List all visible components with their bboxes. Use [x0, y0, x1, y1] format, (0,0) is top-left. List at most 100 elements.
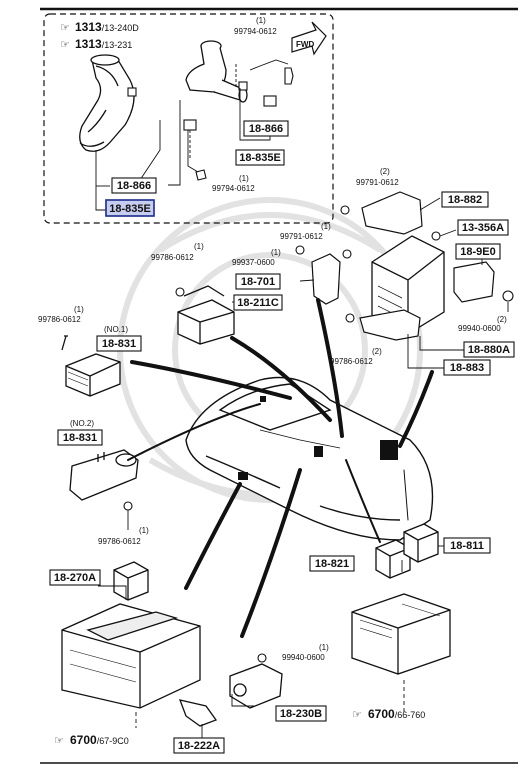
callout-frame: [443, 537, 491, 554]
sensor-icon: [178, 663, 283, 727]
callout-part-number: 18-701: [241, 276, 275, 288]
callout-frame: [111, 177, 157, 194]
callout-box[interactable]: 18-9E0: [455, 243, 501, 260]
reference-note: ☞ 6700/67-9C0: [54, 733, 129, 747]
callout-frame: [105, 199, 155, 217]
location-leaders: [127, 298, 434, 638]
callout-part-number: 18-882: [448, 194, 482, 206]
callout-box[interactable]: 18-880A: [463, 341, 515, 358]
callout-frame: [57, 429, 103, 446]
callout-frame: [441, 191, 489, 208]
svg-text:6700/67-9C0: 6700/67-9C0: [70, 733, 129, 747]
callout-frame: [173, 737, 225, 754]
bolt-part-number: 99791-0612: [356, 178, 399, 187]
callout-box[interactable]: 18-270A: [49, 569, 101, 586]
leader-lines: [95, 59, 289, 211]
callout-part-number: 18-222A: [178, 740, 220, 752]
callout-frame: [309, 555, 355, 572]
relay-bracket-icon: [311, 253, 341, 305]
qty-label: (1): [194, 242, 204, 251]
bolt-part-number: 99786-0612: [151, 253, 194, 262]
page-ref-icon: ☞: [54, 735, 64, 747]
relay-unit-2-icon: [69, 449, 139, 501]
bolt-part-number: 99940-0600: [282, 653, 325, 662]
callout-box[interactable]: 18-866: [243, 120, 289, 137]
callout-frame: [235, 149, 285, 166]
callout-frame: [243, 120, 289, 137]
reference-note: ☞ 1313/13-231: [60, 37, 132, 51]
page-ref-icon: ☞: [60, 22, 70, 34]
qty-label: (1): [74, 305, 84, 314]
fwd-label: FWD: [296, 40, 314, 49]
qty-label: (1): [319, 643, 329, 652]
callout-frame: [455, 243, 501, 260]
callout-box[interactable]: 18-883: [443, 359, 491, 376]
callout-frame: [96, 335, 142, 352]
callout-box[interactable]: 18-831: [57, 429, 103, 446]
callout-box[interactable]: 18-811: [443, 537, 491, 554]
callout-box[interactable]: 18-831: [96, 335, 142, 352]
callout-frame: [457, 219, 509, 236]
callout-part-number: 18-866: [249, 123, 283, 135]
callout-box[interactable]: 18-866: [111, 177, 157, 194]
svg-text:1313/13-240D: 1313/13-240D: [75, 20, 139, 34]
qty-label: (1): [256, 16, 266, 25]
relay-unit-1-icon: [61, 335, 121, 397]
qty-label: (2): [497, 315, 507, 324]
qty-label: (1): [271, 248, 281, 257]
callout-frame: [235, 273, 281, 290]
callout-part-number: 18-831: [63, 432, 97, 444]
callout-part-number: 18-883: [450, 362, 484, 374]
svg-text:6700/66-760: 6700/66-760: [368, 707, 425, 721]
relay-no2-note: (NO.2): [70, 419, 94, 428]
callout-frame: [275, 705, 327, 722]
callout-frame: [443, 359, 491, 376]
callout-part-number: 18-9E0: [460, 246, 495, 258]
bolt-icon: [123, 501, 267, 663]
callout-part-number: 18-866: [117, 180, 151, 192]
bolt-part-number: 99786-0612: [98, 537, 141, 546]
relay-block-icon: [453, 261, 495, 303]
callout-part-number: 18-821: [315, 558, 349, 570]
callout-box[interactable]: 18-222A: [173, 737, 225, 754]
callout-part-number: 18-230B: [280, 708, 322, 720]
intake-pipe-icon: [185, 40, 248, 103]
callout-box[interactable]: 18-230B: [275, 705, 327, 722]
hose-group-box: [43, 13, 334, 224]
leader-lines: [98, 510, 448, 738]
fuse-box-main-icon: [61, 603, 201, 709]
callout-box[interactable]: 18-821: [309, 555, 355, 572]
callout-box[interactable]: 18-835E: [235, 149, 285, 166]
callout-box[interactable]: 18-211C: [233, 294, 283, 311]
car-relay-location: [238, 396, 398, 480]
page-ref-icon: ☞: [352, 709, 362, 721]
bolt-part-number: 99937-0600: [232, 258, 275, 267]
qty-label: (1): [239, 174, 249, 183]
callout-box-highlighted[interactable]: 18-835E: [105, 199, 155, 217]
qty-label: (1): [139, 526, 149, 535]
callout-part-number: 18-835E: [239, 152, 281, 164]
callout-box[interactable]: 18-701: [235, 273, 281, 290]
qty-label: (2): [380, 167, 390, 176]
callout-box[interactable]: 18-882: [441, 191, 489, 208]
callout-part-number: 13-356A: [462, 222, 504, 234]
svg-text:1313/13-231: 1313/13-231: [75, 37, 132, 51]
callout-part-number: 18-835E: [109, 203, 151, 215]
bolt-icon: [175, 205, 514, 323]
qty-label: (1): [321, 222, 331, 231]
callout-part-number: 18-880A: [468, 344, 510, 356]
bolt-part-number: 99786-0612: [38, 315, 81, 324]
callout-box[interactable]: 13-356A: [457, 219, 509, 236]
relay-no1-note: (NO.1): [104, 325, 128, 334]
reference-note: ☞ 1313/13-240D: [60, 20, 139, 34]
callout-frame: [233, 294, 283, 311]
fwd-arrow-icon: FWD: [291, 21, 327, 56]
bolt-part-number: 99794-0612: [234, 27, 277, 36]
junction-box-icon: [351, 593, 451, 675]
qty-label: (2): [372, 347, 382, 356]
relay-small-icon: [113, 523, 439, 601]
page-ref-icon: ☞: [60, 39, 70, 51]
ecu-bracket-icon: [359, 191, 423, 341]
control-module-icon: [177, 285, 235, 345]
